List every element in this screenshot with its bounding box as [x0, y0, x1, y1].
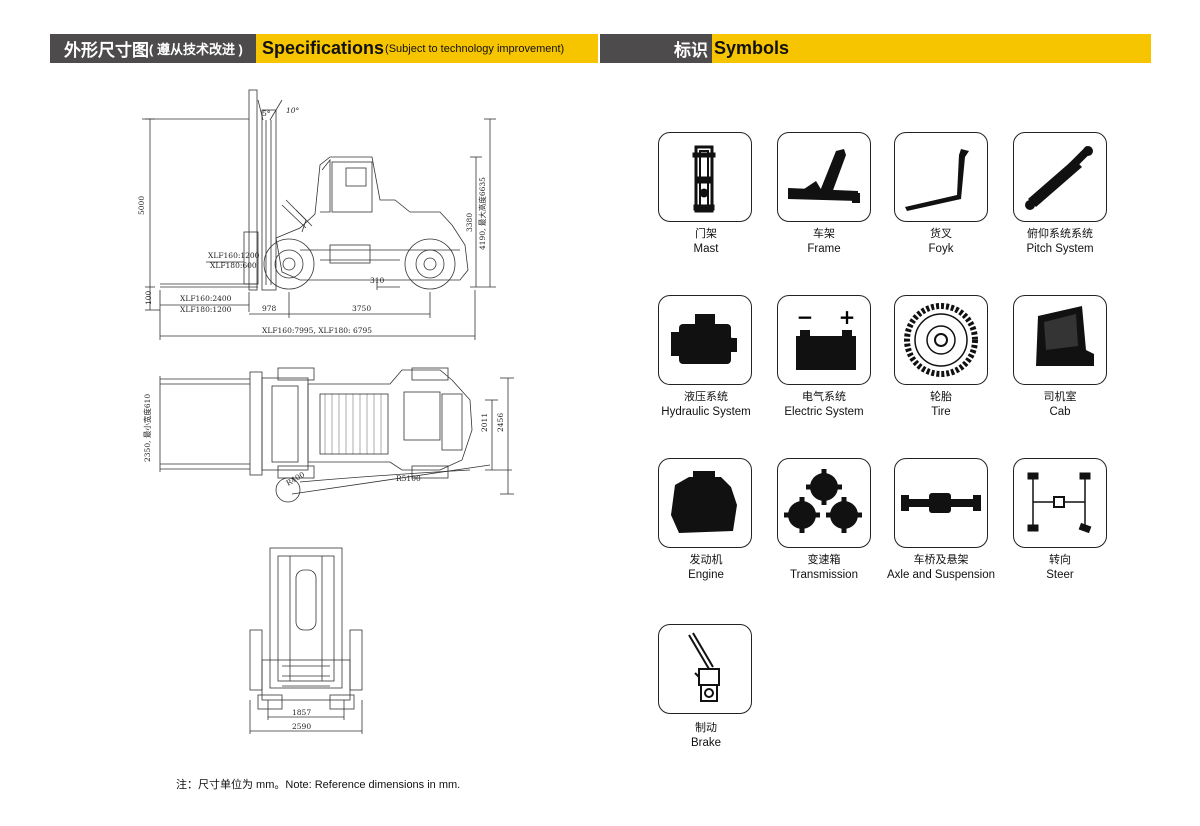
brake-pedal-icon	[688, 632, 720, 702]
battery-icon: − +	[796, 305, 856, 370]
symbol-card-frame	[777, 132, 871, 222]
dim-wheelbase: 3750	[352, 304, 371, 313]
units-note: 注：尺寸单位为 mm。Note: Reference dimensions in…	[176, 779, 461, 791]
symbol-card-transmission	[777, 458, 871, 548]
mast-icon	[692, 145, 716, 213]
symbol-card-axle	[894, 458, 988, 548]
dim-xlf180-fork: XLF180:1200	[180, 305, 232, 314]
fork-icon	[905, 149, 969, 211]
symbol-card-pitch	[1013, 132, 1107, 222]
dim-xlf160-load-center: XLF160:1200	[208, 251, 260, 260]
symbol-card-hydraulic	[658, 295, 752, 385]
spec-title-en: Specifications	[262, 38, 385, 58]
symbols-title-en-bar: Symbols	[712, 34, 1151, 63]
symbol-card-electric: − +	[777, 295, 871, 385]
spec-title-cn-sub: ( 遵从技术改进 )	[149, 42, 243, 57]
dimension-drawings: 5° 10° 5000 XLF160:1200 XLF180:600 4190,…	[137, 89, 514, 734]
spec-title-cn: 外形尺寸图	[64, 41, 149, 60]
dim-cab-height: 3380	[465, 213, 474, 232]
dim-ground-clearance: 310	[370, 276, 385, 285]
cylinder-icon	[1025, 145, 1093, 210]
dim-overall-height: 4190, 最大高度6635	[477, 177, 487, 250]
symbols-title-en: Symbols	[714, 38, 790, 58]
symbol-card-tire	[894, 295, 988, 385]
spec-title-cn-bar: 外形尺寸图 ( 遵从技术改进 )	[50, 34, 256, 63]
side-view	[142, 89, 496, 340]
pump-icon	[671, 314, 737, 364]
dim-xlf180-load-center: XLF180:600	[210, 261, 257, 270]
symbol-card-steer	[1013, 458, 1107, 548]
symbol-card-engine	[658, 458, 752, 548]
symbols-title-cn: 标识	[674, 41, 708, 60]
battery-plus: +	[839, 305, 856, 329]
dim-min-width: 2350, 最小宽度610	[142, 394, 152, 462]
axle-icon	[901, 493, 981, 513]
gears-icon	[784, 469, 862, 533]
engine-icon	[671, 471, 737, 533]
spec-title-en-sub: (Subject to technology improvement)	[385, 42, 565, 55]
dim-overall-length: XLF160:7995, XLF180: 6795	[262, 326, 372, 335]
dim-angle-fwd: 10°	[286, 106, 300, 115]
frame-icon	[788, 149, 860, 203]
dim-outer-width: 2456	[496, 413, 505, 432]
tire-icon	[904, 303, 978, 377]
dim-fork-bottom: 100	[144, 290, 153, 305]
cab-icon	[1036, 306, 1094, 366]
dim-xlf160-fork: XLF160:2400	[180, 294, 232, 303]
dim-front-overhang: 978	[262, 304, 277, 313]
front-view	[249, 547, 363, 734]
battery-minus: −	[797, 305, 814, 329]
dim-turn-radius: R5100	[396, 474, 421, 483]
dim-inner-width: 2011	[480, 413, 489, 432]
symbol-card-brake	[658, 624, 752, 714]
symbols-title-cn-bar: 标识	[600, 34, 712, 63]
dim-track: 1857	[292, 708, 311, 717]
steer-icon	[1027, 472, 1092, 534]
dim-angle-back: 5°	[262, 109, 271, 118]
dim-overall-width: 2590	[292, 722, 311, 731]
symbol-card-fork	[894, 132, 988, 222]
dim-inner-radius: R400	[285, 470, 307, 488]
symbol-card-mast	[658, 132, 752, 222]
spec-title-en-bar: Specifications (Subject to technology im…	[256, 34, 598, 63]
symbol-card-cab	[1013, 295, 1107, 385]
top-view	[159, 367, 514, 503]
dim-lift-height: 5000	[137, 196, 146, 215]
